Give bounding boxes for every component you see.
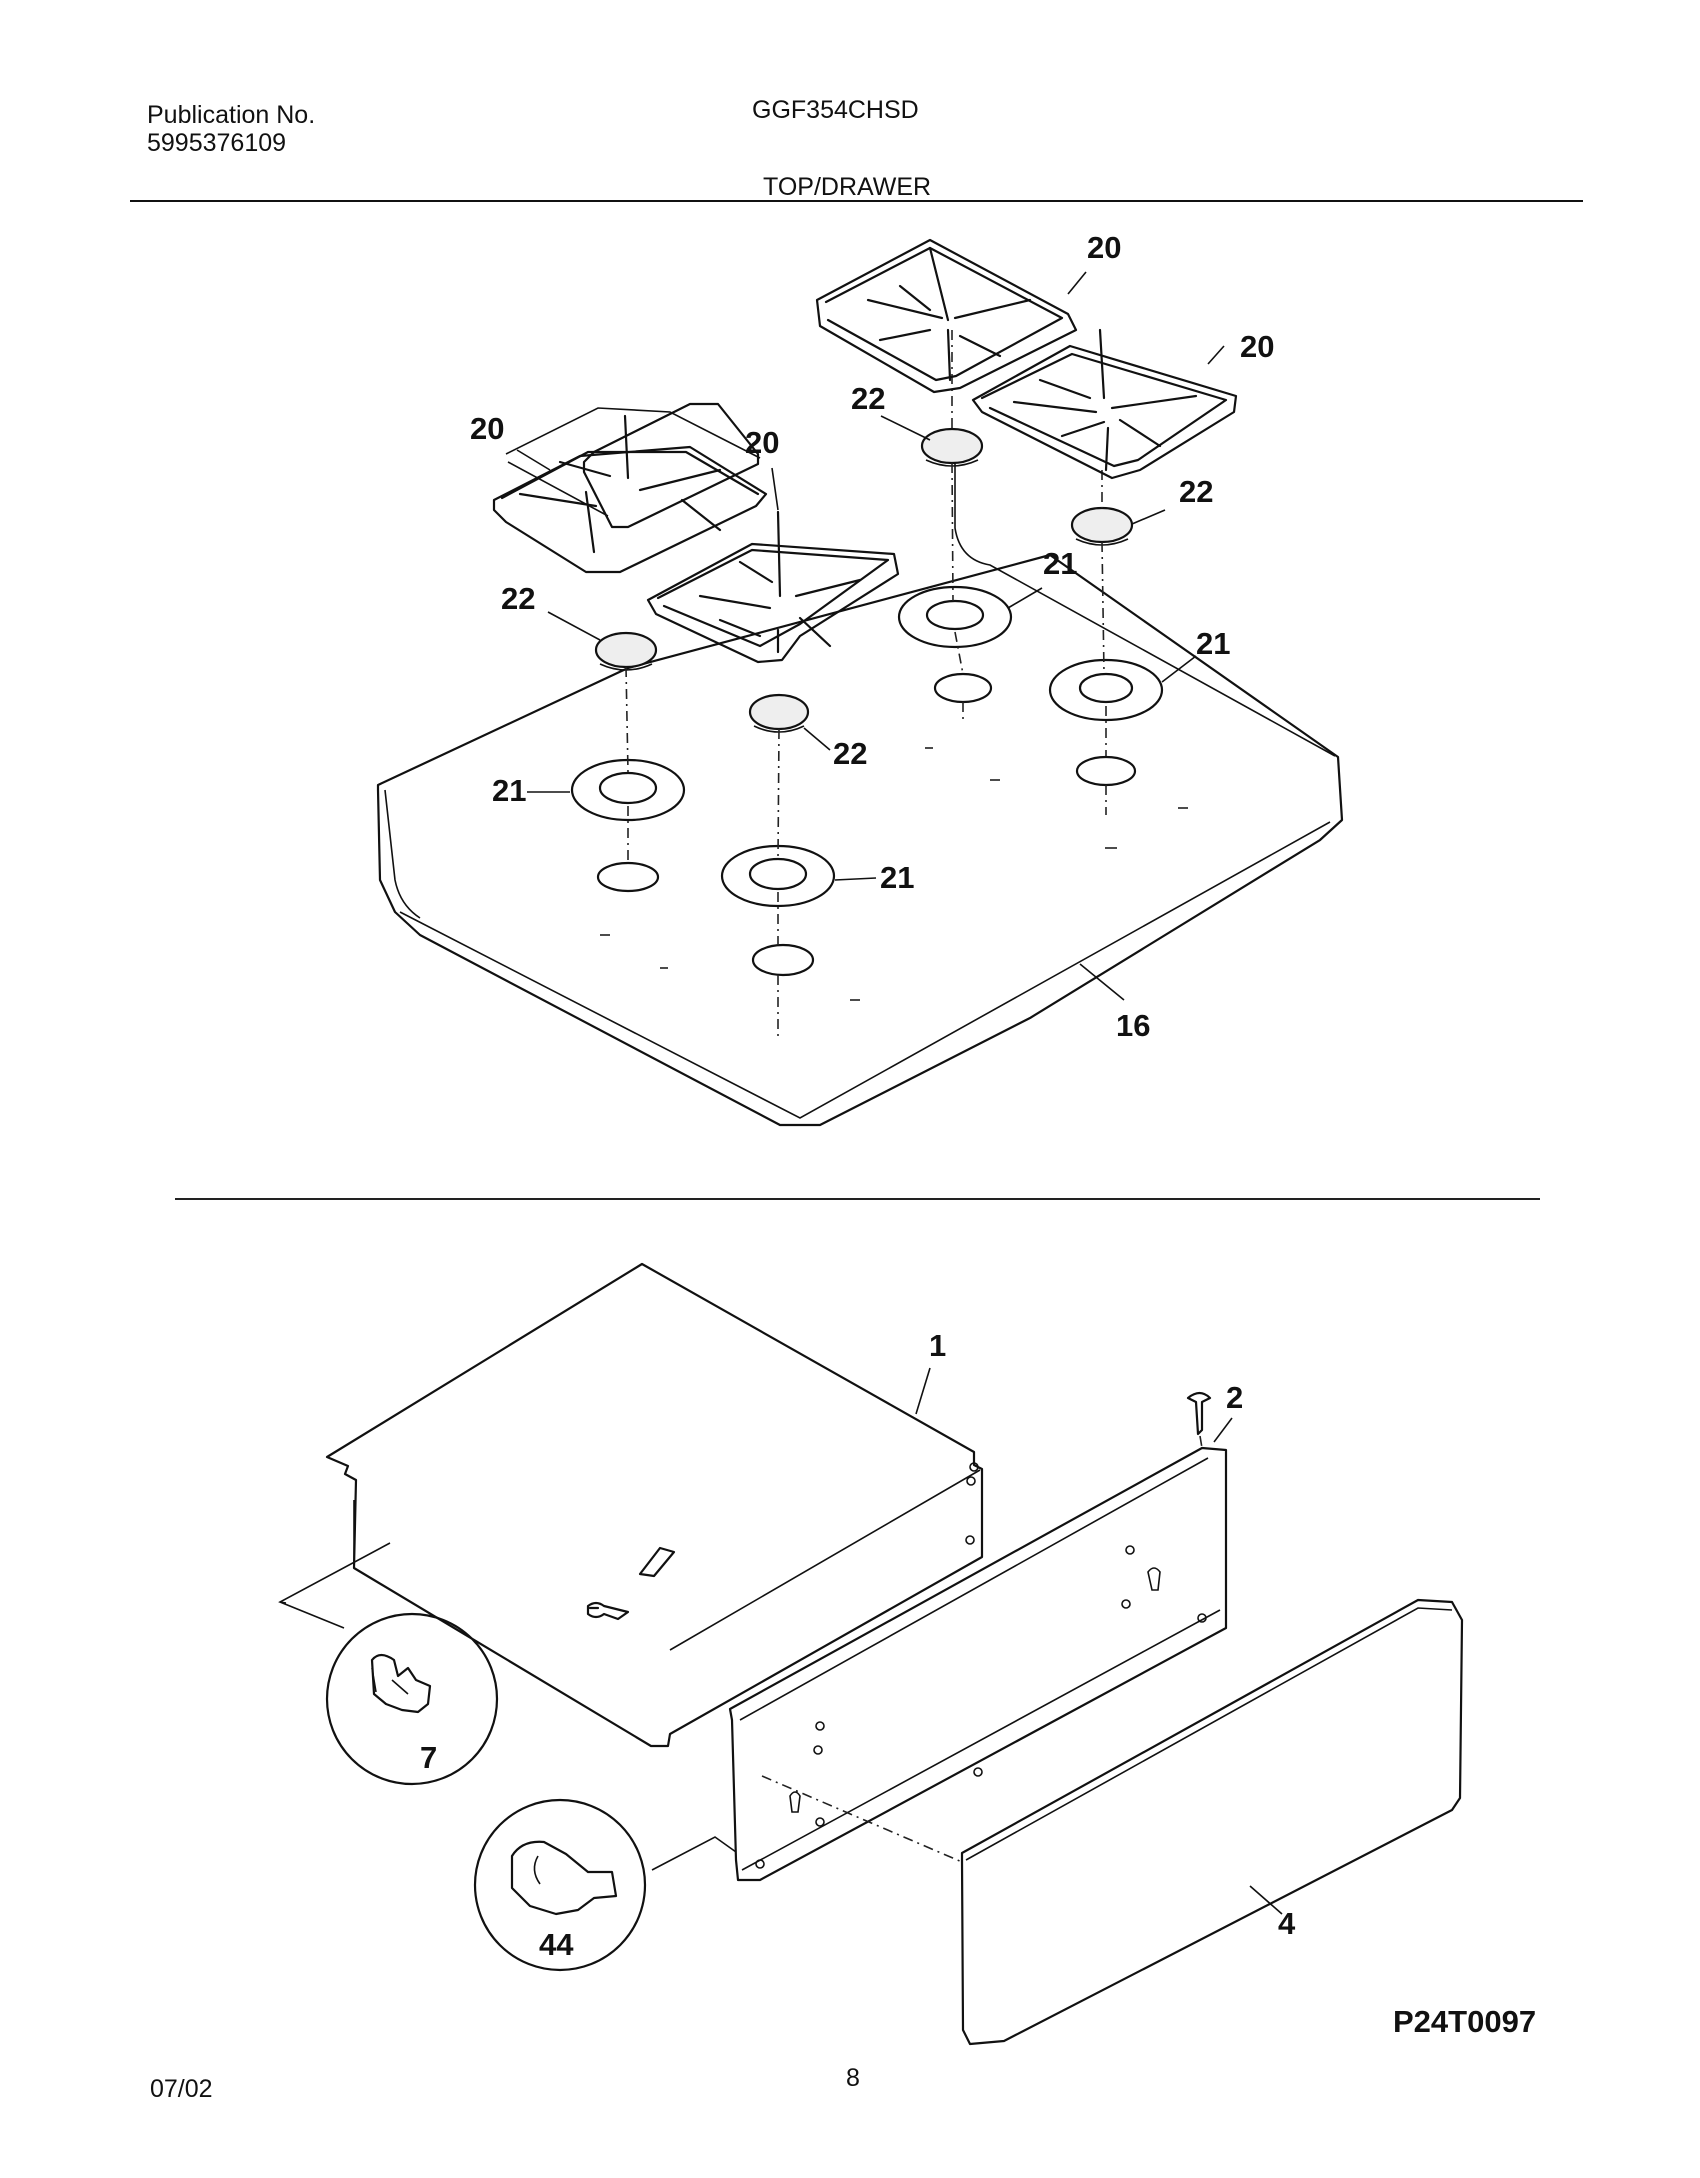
drawer-leader-lines bbox=[915, 1367, 1283, 1915]
section-title: TOP/DRAWER bbox=[763, 173, 932, 201]
callout-cooktop: 16 bbox=[1116, 1008, 1150, 1043]
callout-burner-cap: 22 bbox=[1179, 474, 1213, 509]
header-rule bbox=[130, 200, 1583, 202]
drawer-panel bbox=[728, 1446, 1228, 1882]
burner-cap-rear-center bbox=[920, 427, 984, 467]
drawer-screw bbox=[1186, 1391, 1212, 1449]
publication-label: Publication No. bbox=[147, 101, 316, 129]
callout-drawer-glide: 44 bbox=[539, 1927, 574, 1962]
callout-grate: 20 bbox=[745, 425, 779, 460]
callout-burner-cap: 22 bbox=[833, 736, 867, 771]
drawer-body bbox=[325, 1262, 984, 1748]
burner-head-rear-center bbox=[897, 585, 1013, 649]
burner-cap-rear-right bbox=[1070, 506, 1134, 546]
callout-burner-head: 21 bbox=[1043, 546, 1077, 581]
burner-cap-front-center bbox=[748, 693, 810, 733]
callout-grate: 20 bbox=[470, 411, 504, 446]
publication-number: 5995376109 bbox=[147, 129, 287, 157]
grate-rear-right bbox=[971, 328, 1238, 480]
callout-drawer-front: 4 bbox=[1278, 1906, 1296, 1941]
model-number: GGF354CHSD bbox=[752, 96, 919, 124]
footer-date: 07/02 bbox=[150, 2075, 213, 2103]
callout-burner-cap: 22 bbox=[501, 581, 535, 616]
callout-burner-head: 21 bbox=[492, 773, 526, 808]
section-divider bbox=[175, 1198, 1540, 1200]
slide-clip-detail bbox=[278, 1542, 499, 1786]
burner-cap-front-left bbox=[594, 631, 658, 671]
grate-rear-center bbox=[815, 238, 1078, 394]
callout-burner-cap: 22 bbox=[851, 381, 885, 416]
drawer-glide-detail bbox=[473, 1798, 737, 1972]
callout-grate: 20 bbox=[1087, 230, 1121, 265]
drawer-front bbox=[960, 1598, 1464, 2046]
cooktop-leader-lines bbox=[516, 271, 1225, 1001]
grate-front-left bbox=[646, 510, 900, 664]
callout-burner-head: 21 bbox=[1196, 626, 1230, 661]
callout-grate: 20 bbox=[1240, 329, 1274, 364]
page-number: 8 bbox=[846, 2064, 860, 2092]
callout-drawer-body: 1 bbox=[929, 1328, 946, 1363]
cooktop-panel bbox=[376, 553, 1344, 1127]
drawing-number: P24T0097 bbox=[1393, 2004, 1536, 2039]
burner-centerlines bbox=[625, 330, 1336, 1040]
burner-head-rear-right bbox=[1048, 658, 1164, 722]
callout-burner-head: 21 bbox=[880, 860, 914, 895]
callout-drawer-screw: 2 bbox=[1226, 1380, 1243, 1415]
grate-rear-left bbox=[492, 402, 768, 574]
callout-slide-clip: 7 bbox=[420, 1740, 437, 1775]
drawer-assembly-line bbox=[761, 1775, 963, 1863]
